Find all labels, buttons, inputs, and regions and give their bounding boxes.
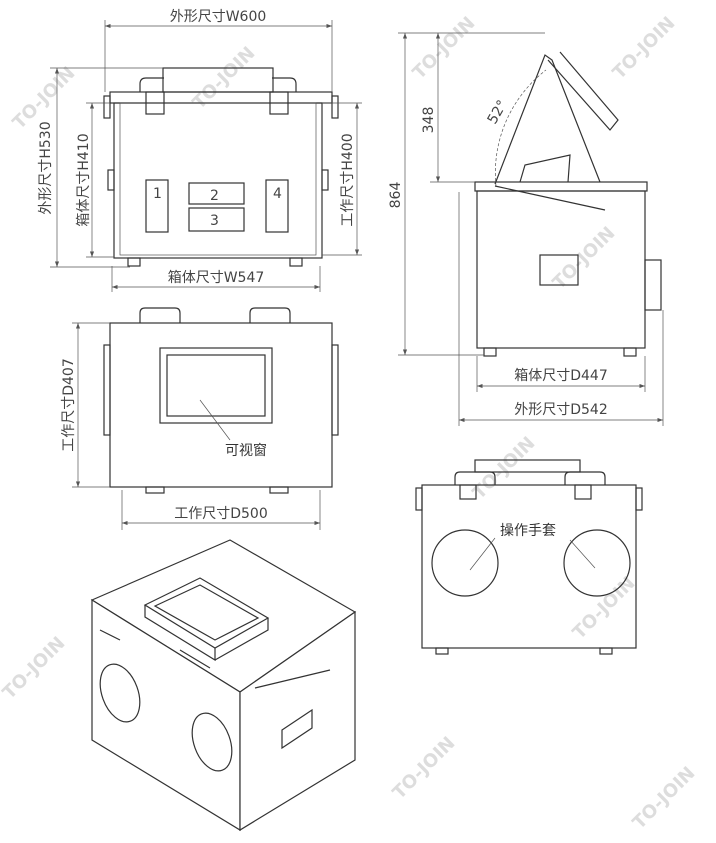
- front-view: 1 2 3 4 外形尺寸W600 外形尺寸H530 箱体尺寸H410 工作尺寸H…: [38, 9, 362, 292]
- dim-lid-open-label: 348: [421, 107, 437, 134]
- dim-total-height-label: 864: [388, 182, 404, 209]
- panel-label-1: 1: [153, 186, 162, 202]
- panel-label-4: 4: [273, 186, 282, 202]
- watermark: TO-JOIN: [629, 763, 700, 834]
- glove-label: 操作手套: [500, 523, 556, 539]
- top-view: 可视窗 工作尺寸D407 工作尺寸D500: [61, 307, 339, 530]
- dim-box-height-label: 箱体尺寸H410: [76, 133, 92, 226]
- dim-box-depth-label: 箱体尺寸D447: [514, 368, 608, 384]
- watermark: TO-JOIN: [609, 13, 680, 84]
- dim-work-height-label: 工作尺寸H400: [340, 133, 356, 226]
- angle-label: 52°: [485, 97, 511, 127]
- watermark: TO-JOIN: [469, 433, 540, 504]
- dim-work-depth-label: 工作尺寸D407: [61, 358, 77, 452]
- panel-label-2: 2: [210, 188, 219, 204]
- dim-outer-depth-label: 外形尺寸D542: [514, 402, 608, 418]
- back-view: 操作手套: [415, 459, 643, 655]
- isometric-view: [90, 539, 357, 832]
- glove-port-right: [563, 529, 631, 597]
- dim-outer-width-label: 外形尺寸W600: [170, 9, 267, 25]
- window-label: 可视窗: [225, 442, 267, 459]
- panel-label-3: 3: [210, 213, 219, 229]
- dim-work-width-label: 工作尺寸D500: [174, 506, 268, 522]
- dim-box-width-label: 箱体尺寸W547: [168, 270, 265, 286]
- watermark: TO-JOIN: [0, 633, 70, 704]
- glove-port-left: [431, 529, 499, 597]
- watermark: TO-JOIN: [569, 573, 640, 644]
- watermark: TO-JOIN: [409, 13, 480, 84]
- watermark: TO-JOIN: [549, 223, 620, 294]
- side-view: 52° 864 348 箱体尺寸D447 外形尺寸D542: [388, 32, 664, 426]
- dim-outer-height-label: 外形尺寸H530: [38, 121, 54, 214]
- watermark: TO-JOIN: [389, 733, 460, 804]
